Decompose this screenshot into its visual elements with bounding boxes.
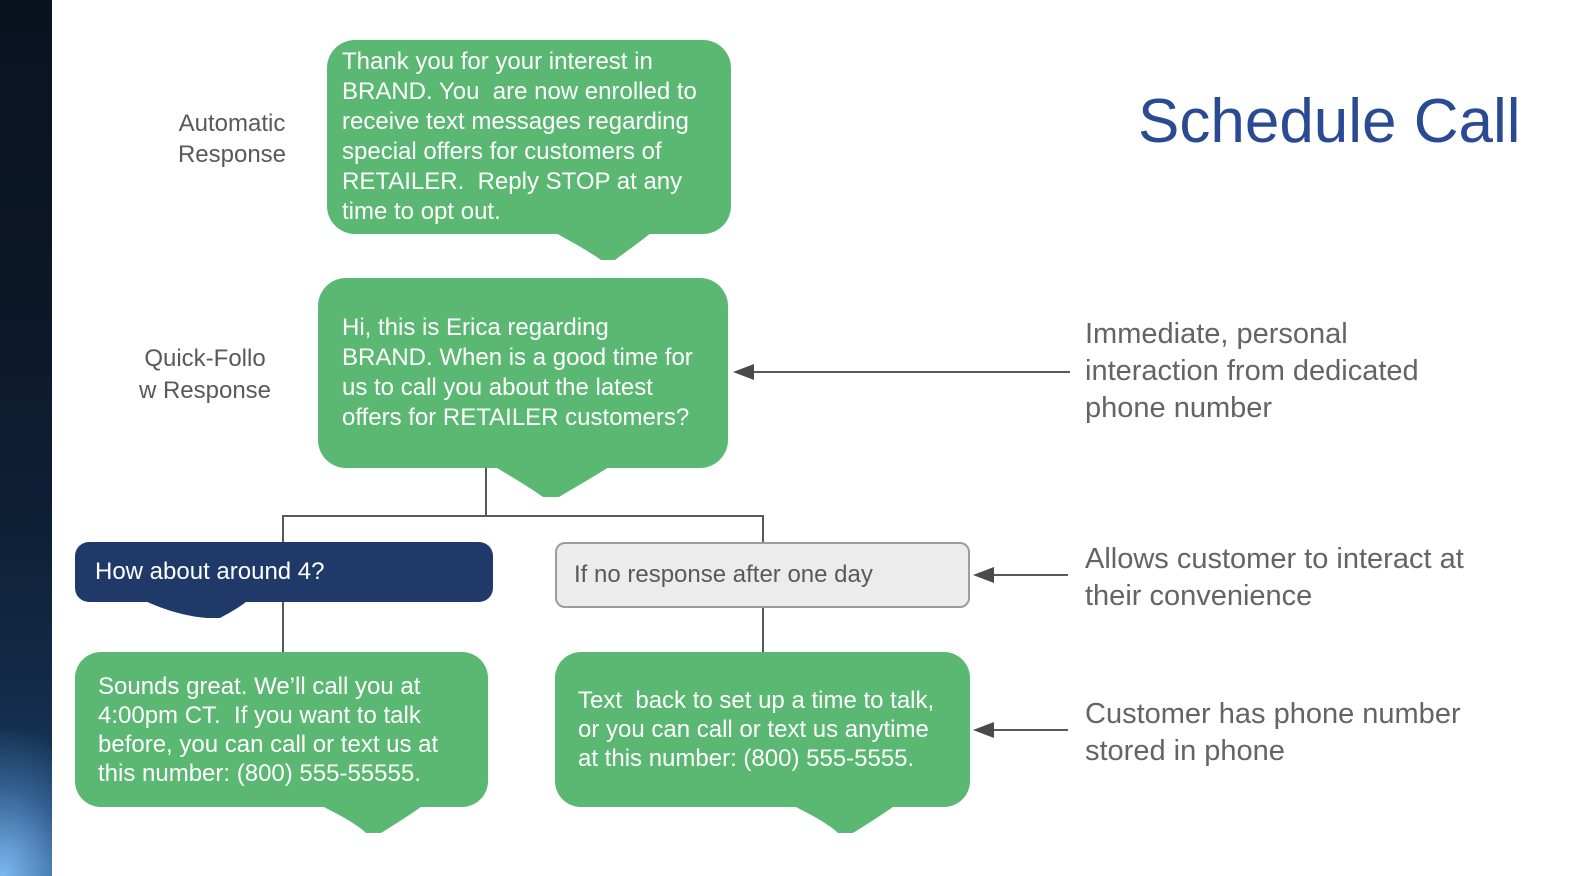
followup-bubble-tail	[492, 465, 612, 497]
left-background-strip	[0, 0, 52, 876]
annotation-customer-convenience: Allows customer to interact at their con…	[1085, 543, 1464, 612]
arrowhead-immediate	[733, 364, 754, 380]
annotation-phone-number-stored: Customer has phone number stored in phon…	[1085, 698, 1461, 767]
bubble-automatic-response: Thank you for your interest in BRAND. Yo…	[327, 40, 731, 234]
arrowhead-convenience	[973, 567, 994, 583]
label-quick-follow-response: Quick-Follo w Response	[138, 345, 272, 404]
bubble-scheduled-confirmation: Sounds great. We’ll call you at 4:00pm C…	[75, 652, 488, 807]
bubble-quick-follow-response: Hi, this is Erica regarding BRAND. When …	[318, 278, 728, 468]
slide-title: Schedule Call	[1138, 87, 1521, 156]
bubble-customer-reply: How about around 4?	[75, 542, 493, 602]
arrowhead-stored	[973, 722, 994, 738]
followup2-bubble-tail	[790, 804, 897, 833]
bubble-day-later-followup: Text back to set up a time to talk, or y…	[555, 652, 970, 807]
reply-bubble-tail	[143, 600, 248, 618]
label-automatic-response: Automatic Response	[177, 110, 287, 168]
auto-bubble-tail	[552, 231, 653, 260]
confirmation-bubble-tail	[318, 804, 425, 833]
annotation-immediate-interaction: Immediate, personal interaction from ded…	[1085, 318, 1419, 424]
box-no-response-condition: If no response after one day	[555, 542, 970, 608]
